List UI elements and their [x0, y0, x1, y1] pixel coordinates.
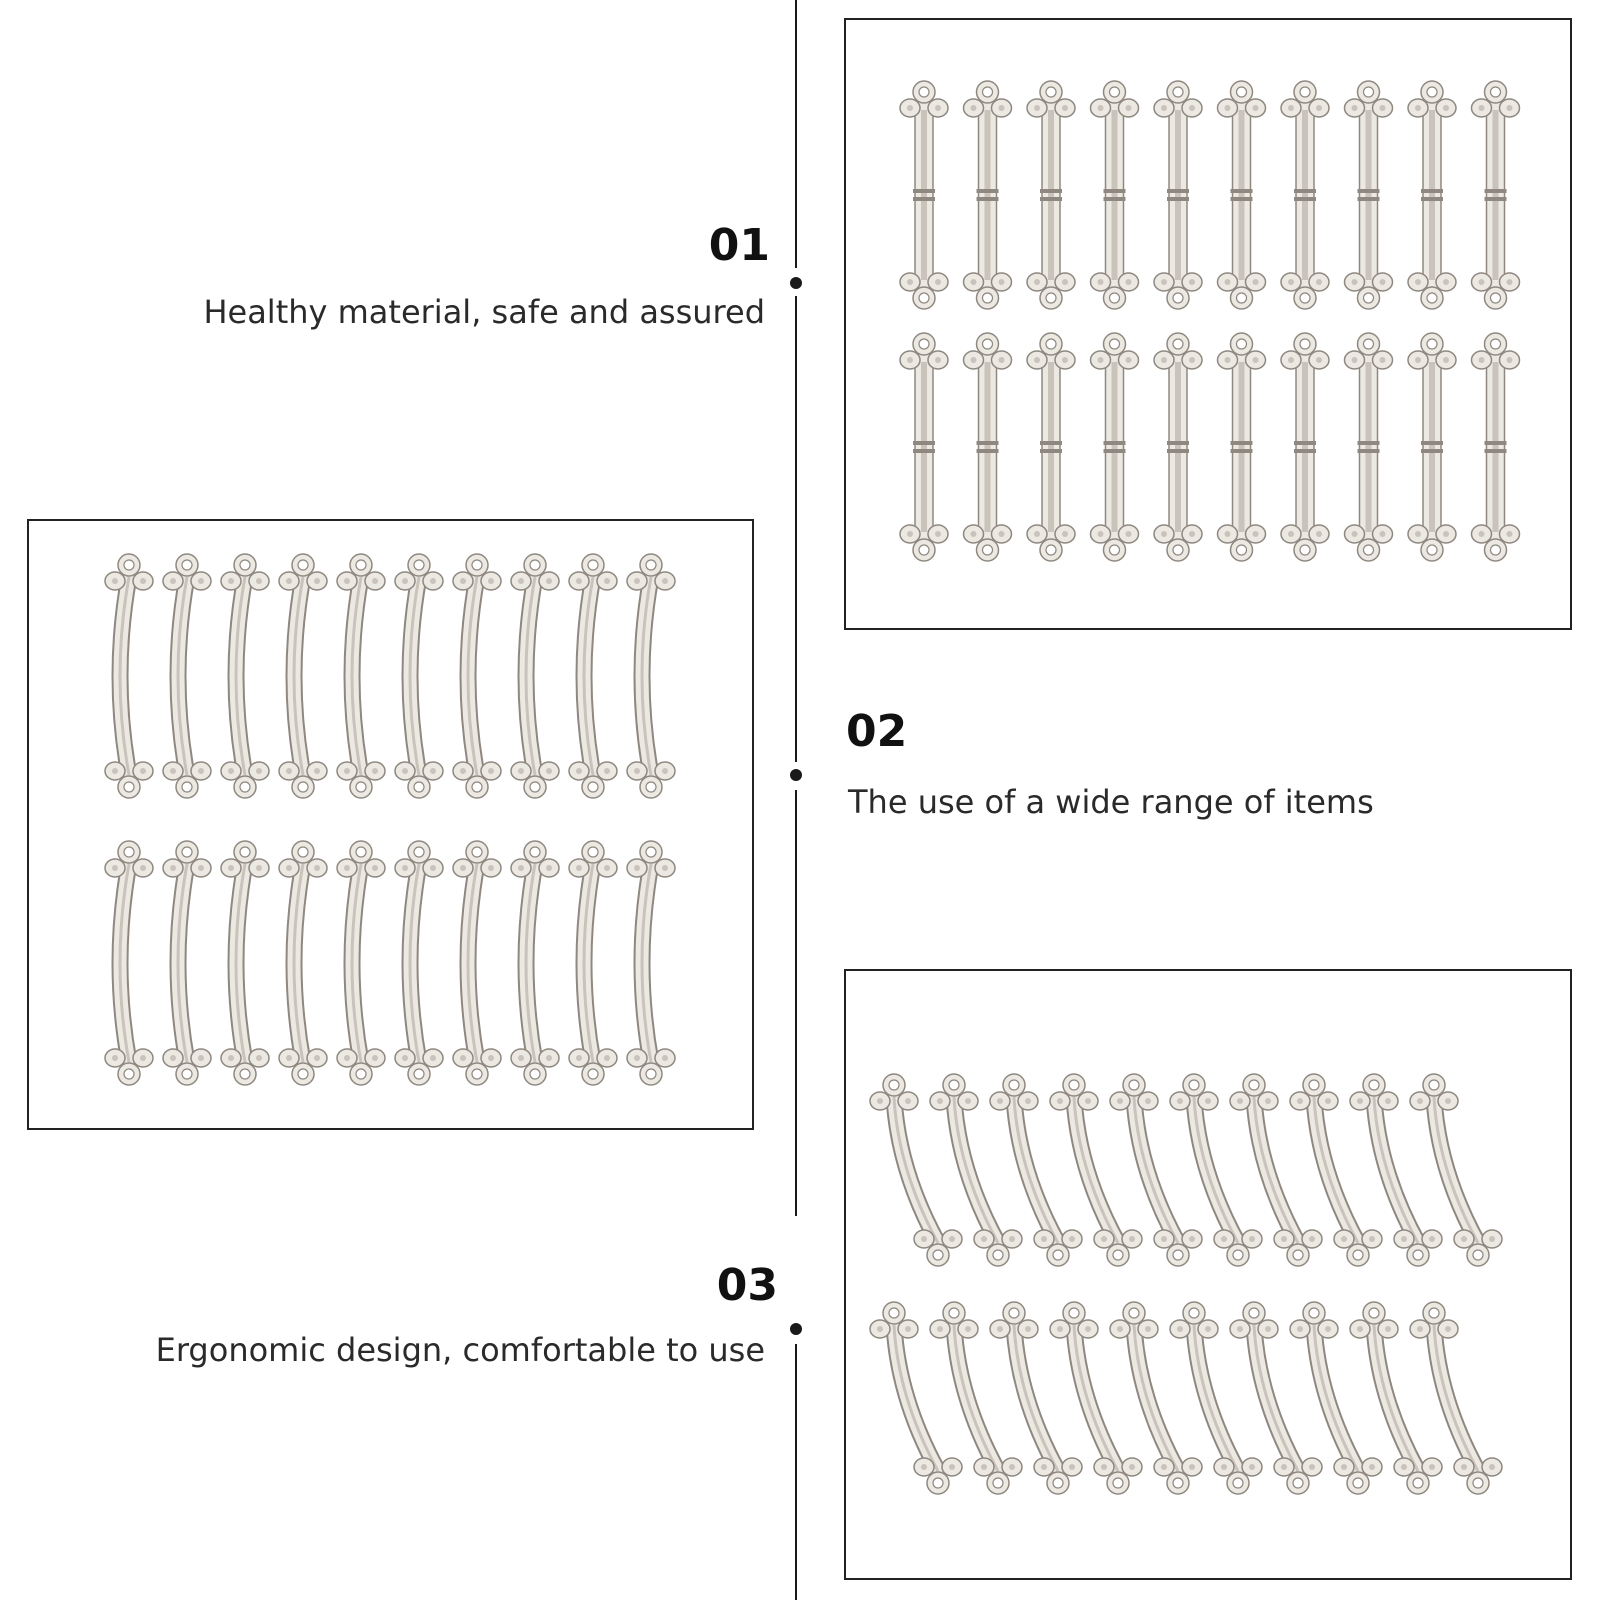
handle-curved	[278, 840, 328, 1086]
handle-straight	[1280, 332, 1330, 562]
handle-curved	[929, 1073, 1023, 1267]
step-number-01: 01	[708, 220, 770, 271]
handle-straight	[1153, 80, 1203, 310]
handle-curved	[869, 1073, 963, 1267]
handle-straight	[1089, 80, 1140, 310]
timeline-line-upper	[795, 296, 797, 762]
handle-curved	[568, 840, 618, 1086]
curved-handles-front-image	[104, 553, 676, 1086]
handle-curved	[1109, 1301, 1203, 1495]
timeline-dot-02	[790, 769, 802, 781]
handle-curved	[626, 553, 676, 799]
handle-straight	[1026, 80, 1076, 310]
straight-handles-image	[899, 80, 1521, 562]
handle-straight	[1089, 332, 1140, 562]
handle-curved	[1049, 1301, 1143, 1495]
handle-curved	[162, 840, 212, 1086]
handle-curved	[1229, 1073, 1323, 1267]
handle-curved	[452, 840, 502, 1086]
handle-straight	[962, 332, 1013, 562]
product-photo-straight-handles	[844, 18, 1572, 630]
handle-curved	[1229, 1301, 1323, 1495]
handle-curved	[1409, 1073, 1503, 1267]
handle-curved	[929, 1301, 1023, 1495]
handle-curved	[1409, 1301, 1503, 1495]
handle-straight	[1470, 80, 1521, 310]
step-number-03: 03	[716, 1260, 778, 1311]
handle-curved	[1169, 1301, 1263, 1495]
timeline-dot-01	[790, 277, 802, 289]
handle-curved	[1349, 1073, 1443, 1267]
handle-curved	[869, 1301, 963, 1495]
handle-curved	[1169, 1073, 1263, 1267]
handle-straight	[1407, 332, 1457, 562]
handle-curved	[278, 553, 328, 799]
curved-handles-angled-image	[869, 1073, 1503, 1495]
handle-curved	[336, 553, 386, 799]
handle-curved	[989, 1301, 1083, 1495]
handle-straight	[1470, 332, 1521, 562]
handle-straight	[1216, 80, 1267, 310]
handle-straight	[899, 332, 949, 562]
step-number-02: 02	[846, 706, 908, 757]
handle-curved	[336, 840, 386, 1086]
timeline-line-bottom	[795, 1344, 797, 1600]
timeline-dot-03	[790, 1323, 802, 1335]
handle-straight	[1216, 332, 1267, 562]
handle-straight	[1407, 80, 1457, 310]
step-caption-01: Healthy material, safe and assured	[203, 293, 765, 331]
product-photo-curved-handles-front	[27, 519, 754, 1130]
step-caption-03: Ergonomic design, comfortable to use	[155, 1331, 765, 1369]
handle-curved	[1049, 1073, 1143, 1267]
handle-curved	[1109, 1073, 1203, 1267]
handle-curved	[1349, 1301, 1443, 1495]
handle-straight	[1026, 332, 1076, 562]
handle-straight	[1153, 332, 1203, 562]
handle-curved	[989, 1073, 1083, 1267]
handle-curved	[104, 553, 154, 799]
step-caption-02: The use of a wide range of items	[848, 783, 1374, 821]
handle-curved	[220, 553, 270, 799]
handle-straight	[899, 80, 949, 310]
handle-curved	[394, 553, 444, 799]
handle-straight	[962, 80, 1013, 310]
handle-curved	[1289, 1301, 1383, 1495]
timeline-line-lower	[795, 790, 797, 1216]
handle-curved	[104, 840, 154, 1086]
handle-curved	[626, 840, 676, 1086]
product-photo-curved-handles-angled	[844, 969, 1572, 1580]
handle-straight	[1343, 332, 1394, 562]
handle-curved	[220, 840, 270, 1086]
handle-straight	[1343, 80, 1394, 310]
handle-curved	[1289, 1073, 1383, 1267]
handle-curved	[394, 840, 444, 1086]
handle-curved	[452, 553, 502, 799]
handle-straight	[1280, 80, 1330, 310]
handle-curved	[568, 553, 618, 799]
handle-curved	[510, 553, 560, 799]
timeline-line-top	[795, 0, 797, 268]
handle-curved	[510, 840, 560, 1086]
handle-curved	[162, 553, 212, 799]
